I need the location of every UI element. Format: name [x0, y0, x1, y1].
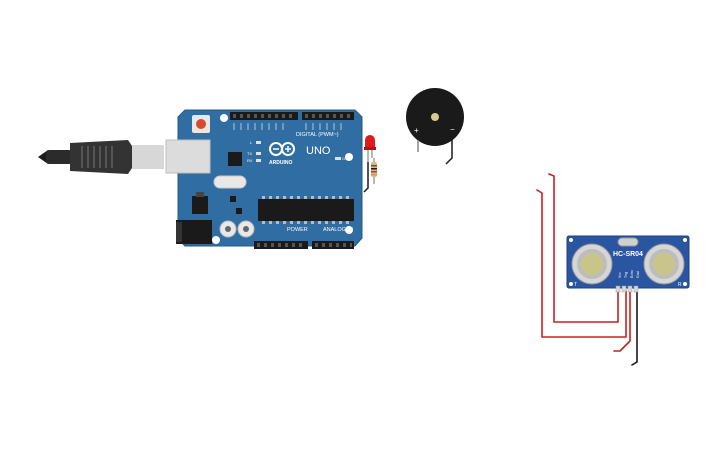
small-component	[230, 196, 236, 202]
mount-hole	[345, 226, 353, 234]
led-wire[interactable]	[363, 162, 369, 193]
usb-cable-end	[38, 150, 48, 164]
power-label: POWER	[287, 227, 308, 233]
usb-b-port	[165, 139, 211, 174]
piezo-buzzer[interactable]: + −	[406, 88, 464, 165]
led-l	[256, 141, 261, 144]
mount-hole	[212, 236, 220, 244]
mount-hole	[220, 114, 228, 122]
power-header[interactable]	[254, 241, 308, 249]
mount-hole	[345, 153, 353, 161]
sensor-crystal	[617, 237, 639, 247]
arduino-logo-icon	[269, 142, 295, 156]
buzzer-minus-label: −	[450, 125, 455, 134]
arduino-uno-board[interactable]: DIGITAL (PWM~) UNO ARDUINO L TX RX ON	[165, 109, 363, 249]
analog-label: ANALOG IN	[323, 227, 353, 233]
wire-red-2[interactable]	[536, 189, 627, 338]
atmega-chip	[258, 196, 354, 224]
led-on	[335, 157, 341, 160]
usb-chip	[228, 152, 242, 166]
led-rx	[256, 159, 261, 162]
digital-pin-marks	[233, 123, 342, 130]
transmitter-icon	[571, 243, 613, 285]
led-rx-label: RX	[247, 158, 253, 163]
pin-echo-label: Echo	[630, 270, 634, 278]
sensor-corner-right: R	[678, 282, 682, 288]
sensor-wires[interactable]	[536, 173, 638, 366]
analog-header[interactable]	[312, 241, 354, 249]
digital-label: DIGITAL (PWM~)	[296, 132, 339, 138]
wire-red-1[interactable]	[548, 173, 619, 323]
wire-red-3[interactable]	[613, 290, 631, 352]
buzzer-leg-negative	[445, 140, 453, 165]
voltage-regulator	[192, 196, 208, 214]
board-model: UNO	[306, 145, 331, 157]
red-led[interactable]	[364, 135, 376, 162]
wire-black-gnd[interactable]	[631, 290, 638, 366]
led-tx-label: TX	[247, 151, 252, 156]
led-tx	[256, 152, 261, 155]
led-l-label: L	[250, 140, 253, 145]
sensor-corner-left: T	[574, 282, 577, 288]
buzzer-center	[431, 113, 439, 121]
usb-plug-grip	[81, 146, 113, 168]
buzzer-plus-label: +	[414, 126, 419, 135]
small-component	[236, 208, 242, 214]
usb-cable-strain-relief	[46, 150, 72, 164]
usb-plug-metal	[132, 145, 164, 169]
usb-cable[interactable]	[38, 140, 164, 174]
digital-header[interactable]	[230, 112, 354, 120]
receiver-icon	[643, 243, 685, 285]
reset-button[interactable]	[196, 119, 206, 129]
crystal-oscillator	[213, 175, 247, 189]
resistor[interactable]	[371, 158, 377, 184]
pin-trig-label: Trig	[624, 272, 628, 278]
sensor-model: HC-SR04	[613, 251, 643, 258]
hc-sr04-sensor[interactable]: HC-SR04 T R Vcc Trig Echo Gnd	[566, 235, 690, 293]
pin-vcc-label: Vcc	[618, 272, 622, 278]
sensor-pins[interactable]	[615, 285, 639, 293]
board-brand: ARDUINO	[269, 160, 292, 166]
led-on-label: ON	[342, 156, 348, 161]
pin-gnd-label: Gnd	[636, 271, 640, 278]
led-body	[365, 135, 375, 147]
